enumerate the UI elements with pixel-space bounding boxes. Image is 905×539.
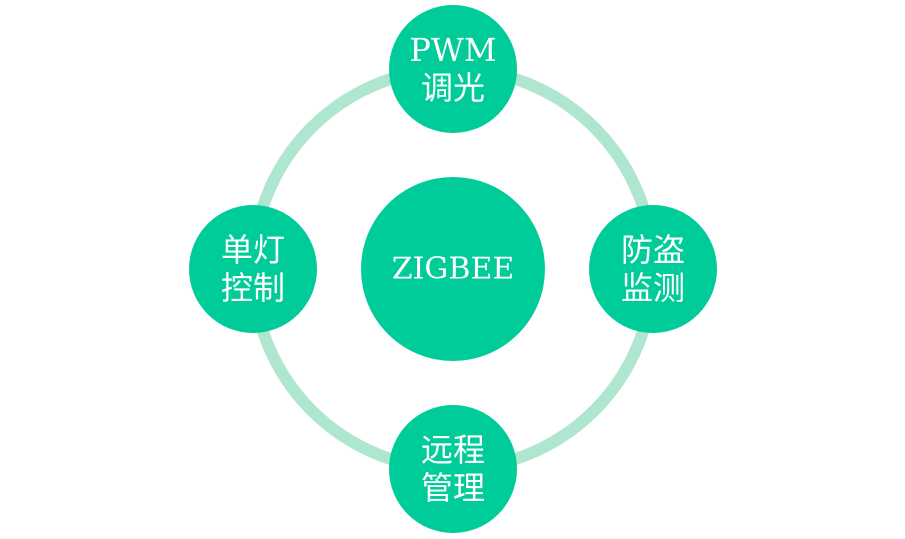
node-remote-management-label-2: 管理 (421, 469, 485, 507)
node-remote-management-label-1: 远程 (421, 431, 485, 469)
node-anti-theft (589, 205, 717, 333)
node-single-lamp-control-label-2: 控制 (221, 269, 285, 307)
node-pwm-dimming-label-1: PWM (409, 31, 496, 69)
node-anti-theft-label-1: 防盗 (621, 231, 685, 269)
center-node (361, 177, 545, 361)
node-pwm-dimming (389, 5, 517, 133)
node-single-lamp-control-label-1: 单灯 (221, 231, 285, 269)
node-pwm-dimming-label-2: 调光 (421, 69, 485, 107)
center-label: ZIGBEE (392, 252, 515, 287)
node-anti-theft-label-2: 监测 (621, 269, 685, 307)
node-remote-management (389, 405, 517, 533)
node-single-lamp-control (189, 205, 317, 333)
